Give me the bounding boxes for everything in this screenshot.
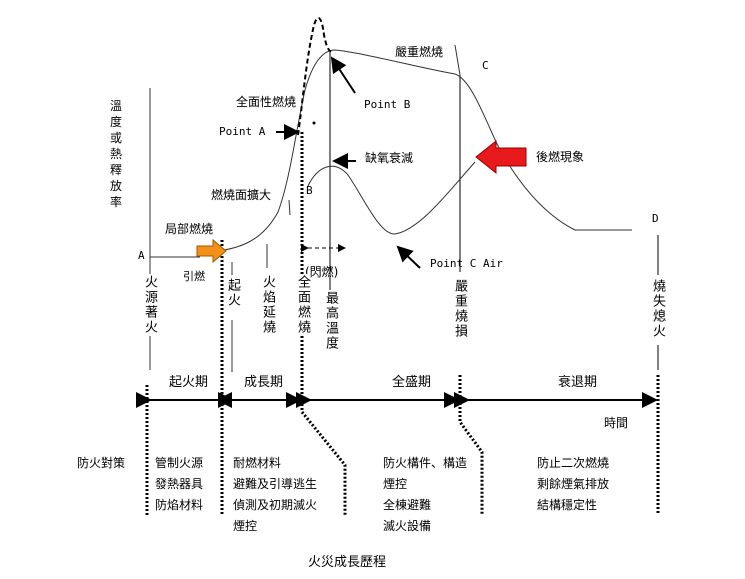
local-burning-label: 局部燃燒 [165, 221, 213, 236]
measure-item: 煙控 [233, 519, 257, 533]
measure-item: 防火構件、構造 [383, 455, 467, 470]
measure-item: 滅火設備 [383, 518, 431, 533]
measure-item: 剩餘煙氣排放 [537, 476, 609, 491]
point-a-label: Point A [219, 125, 266, 138]
full-burning-label: 全面性燃燒 [236, 94, 296, 109]
measure-item: 全棟避難 [383, 497, 431, 512]
point-c-air-label: Point C Air [430, 257, 503, 270]
measure-item: 結構穩定性 [537, 497, 597, 512]
phase-ignition: 起火期 [169, 375, 208, 390]
event-label-full-burning: 全面燃燒 [295, 274, 310, 336]
point-d-letter: D [652, 212, 659, 225]
phase-growth: 成長期 [244, 375, 283, 390]
phase-decay: 衰退期 [558, 374, 597, 390]
backdraft-arrow [475, 139, 527, 175]
backdraft-label: 後燃現象 [536, 149, 584, 164]
measures: 管制火源發熱器具防焰材料耐燃材料避難及引導逃生偵測及初期滅火煙控防火構件、構造煙… [155, 455, 609, 533]
measure-item: 耐燃材料 [233, 455, 281, 470]
point-b-letter: B [306, 184, 313, 197]
flashover-dashed-curve [297, 16, 332, 136]
x-axis-label: 時間 [604, 416, 628, 430]
y-axis-label: 溫度或熱釋放率 [110, 99, 122, 209]
measure-item: 煙控 [383, 477, 407, 491]
ignition-label: 引燃 [183, 269, 205, 283]
event-label-burnout: 燒失熄火 [650, 278, 665, 340]
event-label-fire-source-ignition: 火源著火 [142, 274, 157, 336]
ignition-arrow [196, 238, 227, 264]
measure-item: 偵測及初期滅火 [233, 498, 317, 512]
flash-label: (閃燃) [305, 264, 338, 279]
measure-item: 發熱器具 [155, 476, 203, 491]
measure-item: 防止二次燃燒 [537, 455, 609, 470]
event-label-flame-spread: 火焰延燒 [260, 274, 275, 336]
oxygen-decay-label: 缺氧衰減 [365, 150, 413, 165]
point-a-letter: A [138, 249, 145, 262]
event-label-ignition: 起火 [225, 277, 240, 309]
phase-dividers [145, 132, 660, 515]
measure-item: 防焰材料 [155, 497, 203, 512]
point-c-letter: C [482, 59, 489, 72]
phase-full: 全盛期 [392, 374, 431, 390]
event-label-max-temperature: 最高溫度 [323, 290, 338, 352]
oxygen-decay-curve [307, 161, 476, 235]
surface-spread-label: 燃燒面擴大 [211, 187, 271, 202]
point-b-label: Point B [364, 98, 411, 111]
diagram-title: 火災成長歷程 [308, 555, 386, 570]
measures-label: 防火對策 [77, 455, 125, 470]
event-label-severe-damage: 嚴重燒損 [452, 278, 467, 340]
measure-item: 避難及引導逃生 [233, 476, 317, 491]
measure-item: 管制火源 [155, 455, 203, 470]
y-axis-label-text: 溫度或熱釋放率 [110, 99, 122, 209]
severe-burning-label: 嚴重燃燒 [395, 44, 443, 59]
